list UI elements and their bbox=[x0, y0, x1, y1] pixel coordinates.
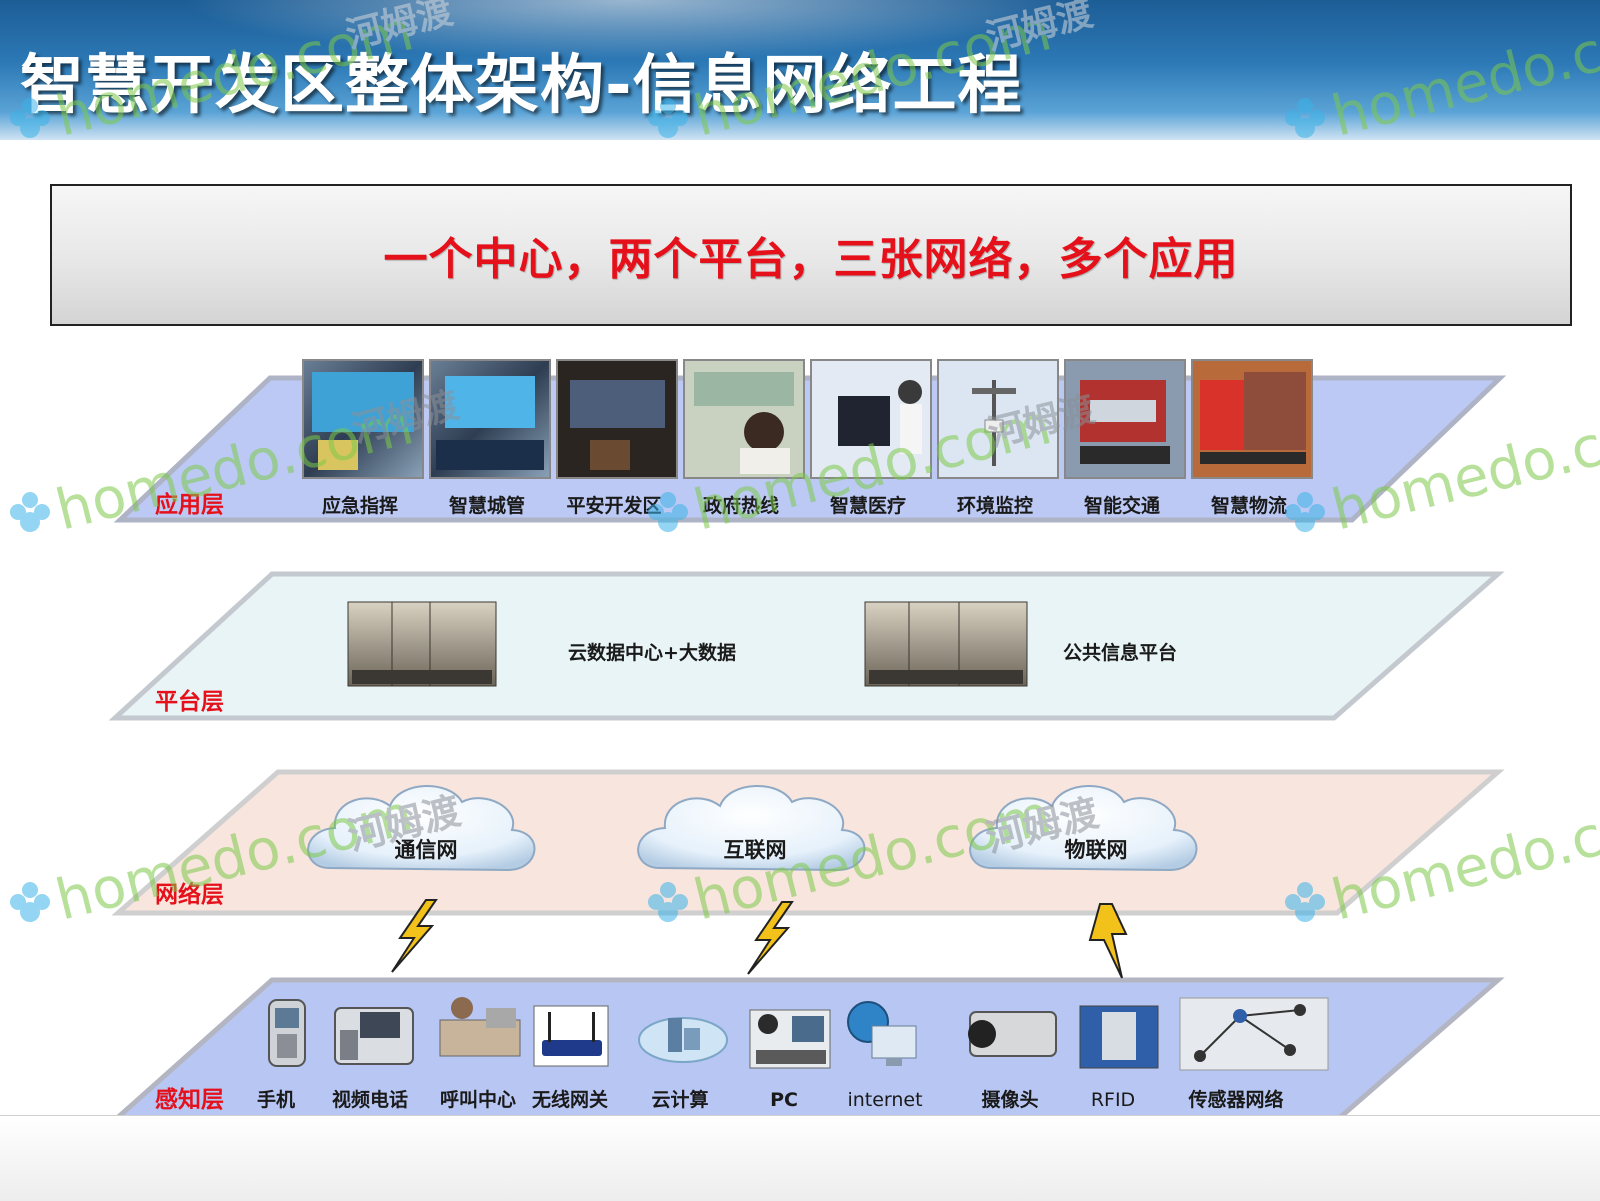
application-photo bbox=[556, 359, 678, 479]
application-item-label: 应急指挥 bbox=[322, 494, 398, 517]
application-photo bbox=[683, 359, 805, 479]
server-rack-icon bbox=[864, 601, 1028, 687]
cloud-computing-icon bbox=[638, 1017, 728, 1063]
sensor-network-icon bbox=[1179, 997, 1329, 1071]
watermark-flower-icon bbox=[1285, 98, 1325, 138]
application-photo bbox=[302, 359, 424, 479]
platform-item-label: 云数据中心+大数据 bbox=[568, 641, 736, 664]
application-item-label: 环境监控 bbox=[957, 494, 1033, 517]
perception-item-label: internet bbox=[847, 1089, 922, 1111]
perception-item-label: 视频电话 bbox=[332, 1088, 408, 1111]
platform-layer-plane bbox=[108, 571, 1505, 721]
network-item-label: 通信网 bbox=[395, 838, 458, 862]
summary-banner: 一个中心，两个平台，三张网络，多个应用 bbox=[50, 184, 1572, 326]
server-rack-icon bbox=[347, 601, 497, 687]
perception-layer-label: 感知层 bbox=[155, 1086, 224, 1113]
application-item-label: 智慧城管 bbox=[449, 494, 525, 517]
watermark-flower-icon bbox=[10, 492, 50, 532]
application-photo bbox=[429, 359, 551, 479]
internet-globe-icon bbox=[847, 1001, 917, 1066]
application-item-label: 平安开发区 bbox=[566, 494, 661, 517]
perception-item-label: 摄像头 bbox=[981, 1088, 1038, 1111]
wireless-gateway-icon bbox=[533, 1005, 609, 1067]
title-bar-highlight bbox=[180, 0, 1080, 60]
platform-item-label: 公共信息平台 bbox=[1063, 641, 1177, 664]
perception-item-label: 云计算 bbox=[651, 1088, 708, 1111]
application-item-label: 政府热线 bbox=[703, 494, 779, 517]
network-item-label: 互联网 bbox=[724, 838, 787, 862]
wireless-link-icon bbox=[747, 901, 794, 975]
application-item-label: 智能交通 bbox=[1084, 494, 1161, 517]
watermark-flower-icon bbox=[1285, 882, 1325, 922]
wireless-link-icon bbox=[391, 899, 438, 973]
perception-item-label: 呼叫中心 bbox=[440, 1088, 516, 1111]
application-photo bbox=[1064, 359, 1186, 479]
slide-footer-bar bbox=[0, 1115, 1600, 1201]
perception-item-label: 无线网关 bbox=[532, 1088, 608, 1111]
application-photos bbox=[302, 359, 1313, 479]
rfid-card-icon bbox=[1079, 1005, 1159, 1069]
application-item-label: 智慧医疗 bbox=[830, 494, 906, 517]
watermark-text: homedo.com bbox=[1326, 0, 1600, 150]
call-center-icon bbox=[439, 997, 521, 1057]
wireless-link-icon bbox=[1088, 903, 1128, 979]
watermark-flower-icon bbox=[648, 882, 688, 922]
watermark-flower-icon bbox=[10, 98, 50, 138]
perception-item-label: 传感器网络 bbox=[1187, 1088, 1283, 1111]
application-item-label: 智慧物流 bbox=[1211, 494, 1287, 517]
mobile-phone-icon bbox=[268, 999, 306, 1067]
summary-banner-text: 一个中心，两个平台，三张网络，多个应用 bbox=[383, 234, 1239, 285]
watermark-flower-icon bbox=[1285, 492, 1325, 532]
watermark-flower-icon bbox=[10, 882, 50, 922]
perception-item-label: 手机 bbox=[257, 1088, 295, 1111]
application-photo bbox=[810, 359, 932, 479]
perception-item-label: RFID bbox=[1091, 1089, 1135, 1111]
cloud-icon bbox=[637, 785, 866, 872]
camera-icon bbox=[968, 1011, 1057, 1057]
network-layer-label: 网络层 bbox=[155, 881, 224, 908]
pc-icon bbox=[749, 1009, 831, 1069]
cloud-icon bbox=[969, 785, 1198, 872]
perception-item-label: PC bbox=[770, 1089, 798, 1111]
title-bar: 智慧开发区整体架构-信息网络工程 bbox=[0, 0, 1600, 140]
network-item-label: 物联网 bbox=[1065, 838, 1128, 862]
watermark-flower-icon bbox=[648, 98, 688, 138]
slide-title: 智慧开发区整体架构-信息网络工程 bbox=[20, 49, 1023, 123]
platform-layer-label: 平台层 bbox=[155, 688, 224, 715]
application-photo bbox=[1191, 359, 1313, 479]
application-layer-label: 应用层 bbox=[155, 491, 224, 518]
cloud-icon bbox=[307, 785, 536, 872]
watermark-flower-icon bbox=[648, 492, 688, 532]
video-phone-icon bbox=[334, 1007, 414, 1065]
application-photo bbox=[937, 359, 1059, 479]
